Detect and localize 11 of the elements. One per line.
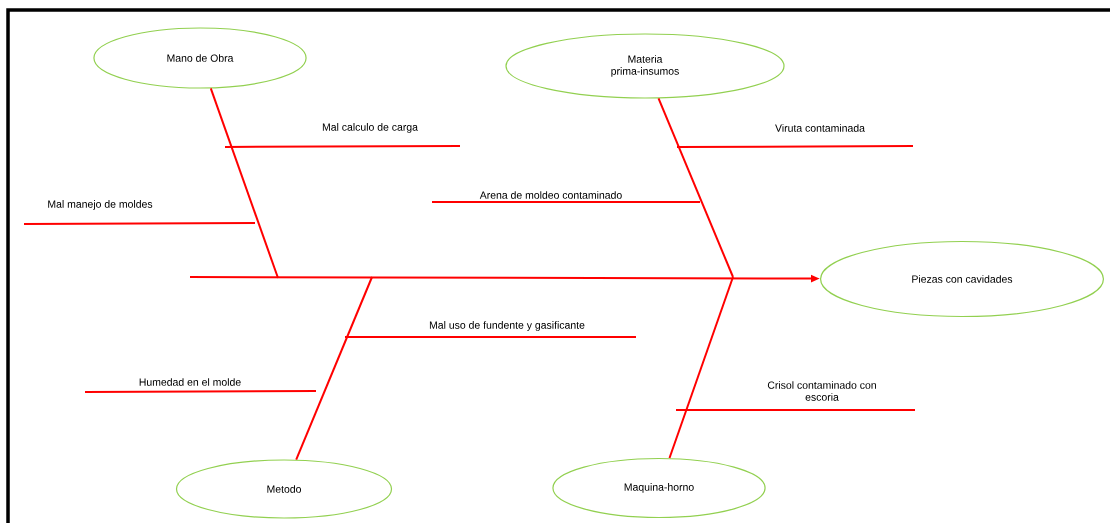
cause-label: Crisol contaminado con escoria (767, 381, 876, 401)
cause-label: Humedad en el molde (139, 378, 241, 386)
cause-label: Viruta contaminada (775, 124, 865, 132)
bone-line (295, 276, 373, 461)
bone-line (668, 276, 734, 460)
cause-label: Mal uso de fundente y gasificante (429, 321, 585, 331)
bone-line (657, 97, 734, 278)
cause-label: Mal manejo de moldes (48, 200, 153, 210)
cause-label: Arena de moldeo contaminado (479, 191, 622, 199)
cause-label: Mal calculo de carga (322, 123, 418, 133)
bone-line (209, 87, 279, 279)
